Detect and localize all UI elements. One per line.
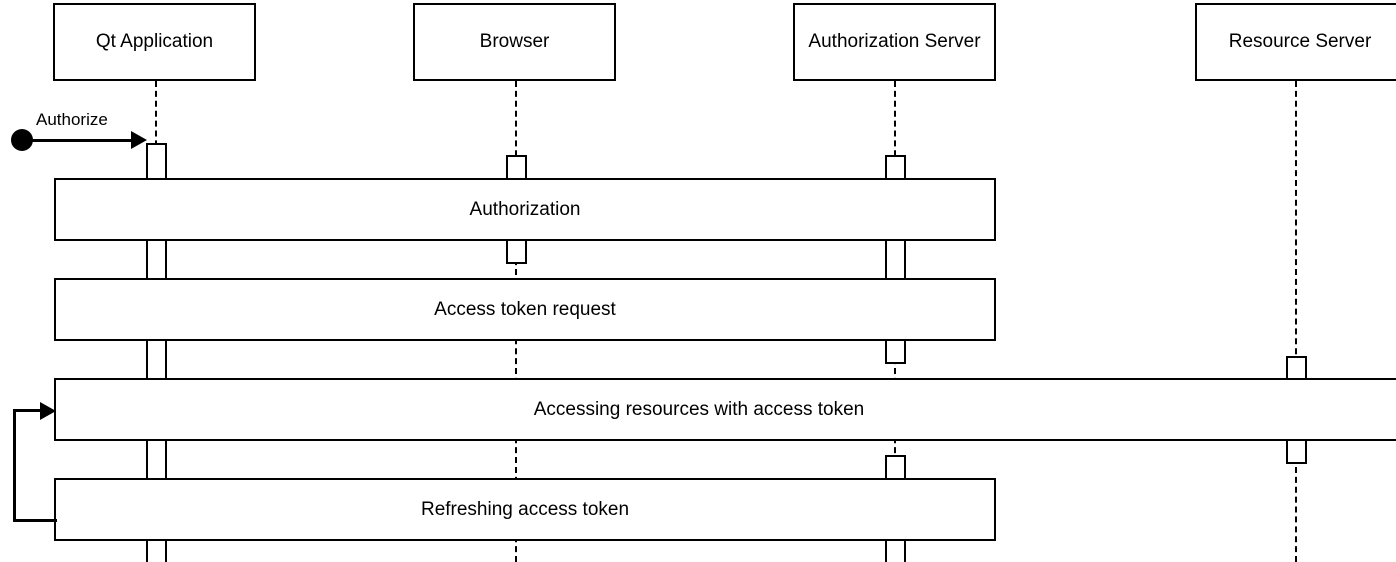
participant-label: Qt Application <box>95 30 214 52</box>
participant-label: Resource Server <box>1228 30 1372 52</box>
loop-top-segment <box>13 409 45 412</box>
activation-browser-enter <box>506 155 527 180</box>
activation-qt-application-bottom <box>146 539 167 562</box>
participant-label: Authorization Server <box>808 30 981 52</box>
activation-authorization-server-refresh-exit <box>885 539 906 562</box>
message-bar-label: Refreshing access token <box>420 498 630 520</box>
activation-authorization-server-refresh-enter <box>885 455 906 480</box>
participant-label: Browser <box>479 30 550 52</box>
activation-browser-exit <box>506 239 527 264</box>
participant-qt-application[interactable]: Qt Application <box>53 3 256 81</box>
participant-resource-server[interactable]: Resource Server <box>1195 3 1396 81</box>
found-message-label: Authorize <box>36 110 108 129</box>
found-message-line <box>22 139 134 142</box>
message-bar-label: Access token request <box>434 298 616 320</box>
participant-authorization-server[interactable]: Authorization Server <box>793 3 996 81</box>
activation-resource-server-exit <box>1286 439 1307 464</box>
participant-browser[interactable]: Browser <box>413 3 616 81</box>
message-bar-accessing-resources[interactable]: Accessing resources with access token <box>54 378 1396 441</box>
activation-authorization-server-exit <box>885 339 906 364</box>
message-bar-label: Authorization <box>469 198 581 220</box>
message-bar-authorization[interactable]: Authorization <box>54 178 996 241</box>
loop-arrowhead <box>40 402 56 420</box>
message-bar-access-token-request[interactable]: Access token request <box>54 278 996 341</box>
loop-bottom-segment <box>13 519 57 522</box>
found-message-arrowhead <box>131 131 147 149</box>
message-bar-refreshing-token[interactable]: Refreshing access token <box>54 478 996 541</box>
message-bar-label: Accessing resources with access token <box>533 398 865 420</box>
lifeline-resource-server <box>1295 81 1297 562</box>
activation-authorization-server-enter <box>885 155 906 180</box>
activation-authorization-server-middle <box>885 239 906 280</box>
loop-left-segment <box>13 409 16 522</box>
